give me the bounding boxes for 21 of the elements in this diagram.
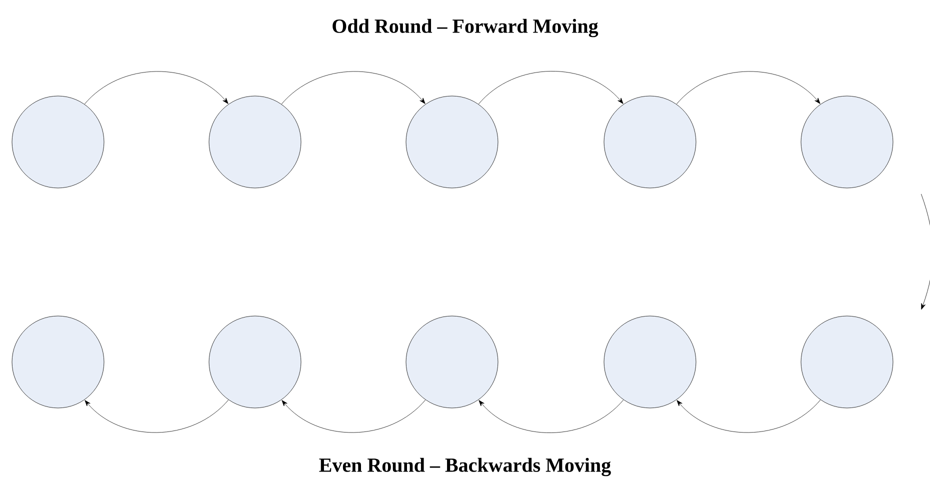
circle-node bbox=[208, 96, 302, 188]
arrow bbox=[84, 400, 229, 433]
circle-node bbox=[406, 96, 498, 188]
arrow bbox=[478, 400, 624, 433]
heading: Odd Round – Forward Moving bbox=[332, 18, 598, 38]
circle-node bbox=[208, 316, 302, 408]
circle-node bbox=[800, 316, 894, 408]
circle-node bbox=[406, 316, 498, 408]
arrow bbox=[676, 71, 820, 104]
circle-node bbox=[604, 316, 696, 408]
circle-node bbox=[12, 96, 104, 188]
circle-node bbox=[604, 96, 696, 188]
arrow bbox=[282, 400, 426, 433]
circle-node bbox=[800, 96, 894, 188]
heading: Even Round – Backwards Moving bbox=[319, 458, 611, 476]
arrow bbox=[676, 400, 821, 433]
arrow bbox=[281, 71, 426, 104]
arrow bbox=[84, 71, 228, 104]
arrow bbox=[921, 194, 930, 310]
arrow bbox=[478, 71, 624, 104]
circle-node bbox=[12, 316, 104, 408]
